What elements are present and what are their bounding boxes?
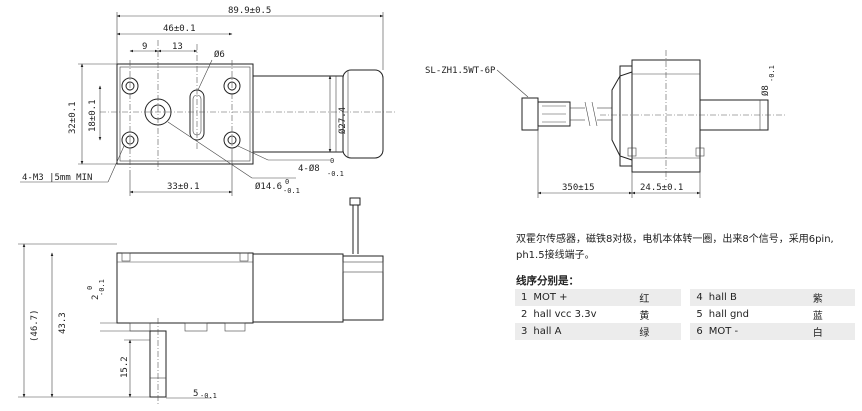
- wire-color: 紫: [806, 289, 855, 306]
- wire-color: 白: [806, 323, 855, 340]
- dim-4-phi8: 4-Ø8: [298, 163, 320, 174]
- dim-43-3: 43.3: [58, 312, 68, 334]
- front-view: (46.7) 43.3 2 0 -0.1 15.2 5 -0.1: [18, 197, 384, 405]
- wire-color: 绿: [633, 323, 682, 340]
- dim-overall-length: 89.9±0.5: [228, 6, 271, 16]
- description-text: 双霍尔传感器，磁铁8对极，电机本体转一圈，出来8个信号，采用6pin, ph1.…: [516, 234, 834, 261]
- dim-4phi8-tol-top: 0: [330, 157, 334, 165]
- dim-350: 350±15: [562, 183, 595, 193]
- dim-5-tol: -0.1: [200, 392, 217, 400]
- front-gearbox: [116, 252, 254, 324]
- dim-2: 2: [91, 295, 101, 300]
- wire-no: 4: [690, 289, 703, 306]
- dim-13: 13: [172, 42, 183, 52]
- wire-name: MOT +: [527, 289, 634, 306]
- dim-2-tol-bottom: -0.1: [98, 279, 106, 296]
- dim-18: 18±0.1: [88, 99, 98, 132]
- wire-table: 1 MOT + 红 4 hall B 紫 2 hall vcc 3.3v 黄 5…: [515, 289, 855, 340]
- wire-no: 1: [515, 289, 528, 306]
- wire-no: 5: [696, 309, 703, 320]
- dim-9: 9: [142, 42, 147, 52]
- dim-phi14: Ø14.6: [255, 181, 282, 192]
- wire-color: 蓝: [812, 311, 823, 322]
- dim-33: 33±0.1: [167, 182, 200, 192]
- dim-phi14-tol-bottom: -0.1: [283, 187, 300, 195]
- connector-label: SL-ZH1.5WT-6P: [425, 66, 496, 76]
- dim-4phi8-tol-bottom: -0.1: [327, 170, 344, 178]
- side-flange: [619, 65, 633, 167]
- dim-phi8-tol: -0.1: [768, 65, 776, 82]
- side-view: SL-ZH1.5WT-6P Ø8 -0.1 3: [425, 50, 785, 198]
- dim-phi14-tol-top: 0: [285, 178, 289, 186]
- front-motor: [252, 253, 344, 323]
- motor-body: [252, 75, 344, 153]
- dim-46: 46±0.1: [163, 24, 196, 34]
- wire-table-title: 线序分别是：: [516, 275, 579, 287]
- mounting-holes: [121, 77, 241, 149]
- dim-46-7: (46.7): [30, 309, 40, 342]
- dim-24-5: 24.5±0.1: [640, 183, 683, 193]
- top-view: 89.9±0.5 46±0.1 9 13 Ø6 32±0.1 18±0.1 Ø2…: [20, 6, 395, 196]
- dim-phi8: Ø8: [760, 85, 771, 96]
- wire-name: hall gnd: [708, 309, 749, 320]
- table-row: 2 hall vcc 3.3v 黄 5 hall gnd 蓝: [515, 306, 855, 323]
- dim-32: 32±0.1: [68, 101, 78, 134]
- front-endcap: [342, 255, 384, 321]
- wire-color: 黄: [639, 311, 650, 322]
- wire-no: 3: [515, 323, 528, 340]
- wire-color: 红: [633, 289, 682, 306]
- wire-name: hall A: [527, 323, 634, 340]
- gearbox-outline: [116, 63, 254, 165]
- side-connector: [521, 97, 539, 131]
- wire-no: 2: [521, 309, 528, 320]
- dim-2-tol-top: 0: [86, 286, 94, 290]
- wire-name: hall B: [702, 289, 807, 306]
- wire-name: MOT -: [702, 323, 807, 340]
- dim-phi6: Ø6: [214, 49, 225, 60]
- dim-15-2: 15.2: [120, 356, 130, 378]
- wire-no: 6: [690, 323, 703, 340]
- dim-phi27: Ø27.4: [337, 107, 348, 134]
- note-m3: 4-M3 |5mm MIN: [22, 173, 92, 183]
- table-row: 3 hall A 绿 6 MOT - 白: [515, 323, 855, 340]
- wire-name: hall vcc 3.3v: [533, 309, 597, 320]
- table-row: 1 MOT + 红 4 hall B 紫: [515, 289, 855, 306]
- dim-5: 5: [193, 389, 198, 399]
- motor-endcap: [342, 69, 384, 159]
